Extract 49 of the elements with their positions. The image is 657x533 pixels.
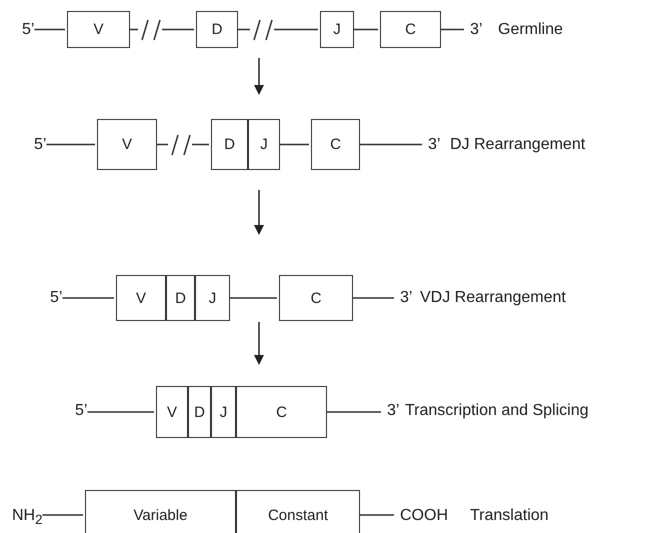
gene-segment-box: D xyxy=(188,386,211,438)
gene-segment-box: Constant xyxy=(236,490,360,533)
gene-segment-box: V xyxy=(116,275,166,321)
dna-strand-line xyxy=(42,514,83,516)
dna-strand-line xyxy=(87,411,154,413)
gene-segment-box: D xyxy=(196,11,238,48)
dna-strand-line xyxy=(441,28,464,30)
dna-strand-line xyxy=(230,297,277,299)
strand-end-label: COOH xyxy=(400,506,448,526)
strand-end-label: 5’ xyxy=(22,20,34,40)
strand-end-label: NH$_{2}$ xyxy=(12,506,43,530)
dna-strand-line xyxy=(46,144,95,146)
dna-strand-line xyxy=(238,28,318,30)
gene-segment-box: C xyxy=(380,11,441,48)
gene-segment-box: J xyxy=(211,386,236,438)
strand-end-label: 5’ xyxy=(50,288,62,308)
dna-strand-line xyxy=(280,144,309,146)
gene-segment-box: C xyxy=(236,386,327,438)
strand-end-label: 5’ xyxy=(75,401,88,421)
gene-segment-box: C xyxy=(279,275,353,321)
dna-strand-line xyxy=(157,144,209,146)
gene-segment-box: Variable xyxy=(85,490,236,533)
gene-segment-box: J xyxy=(320,11,354,48)
dna-strand-line xyxy=(360,514,394,516)
gene-segment-box: J xyxy=(248,119,280,170)
gene-segment-box: C xyxy=(311,119,360,170)
strand-end-label: 3’ xyxy=(400,288,412,308)
gene-segment-box: V xyxy=(67,11,130,48)
gene-segment-box: V xyxy=(156,386,188,438)
dna-strand-line xyxy=(354,28,378,30)
stage-label: Germline xyxy=(498,20,563,40)
stage-label: VDJ Rearrangement xyxy=(420,288,566,308)
gene-segment-box: J xyxy=(195,275,230,321)
strand-end-label: 3’ xyxy=(387,401,400,421)
strand-end-label: 3’ xyxy=(428,135,440,155)
dna-strand-line xyxy=(130,28,194,30)
strand-end-label: 5’ xyxy=(34,135,46,155)
dna-strand-line xyxy=(327,411,381,413)
stage-label: Transcription and Splicing xyxy=(405,401,588,421)
dna-strand-line xyxy=(34,28,65,30)
stage-label: DJ Rearrangement xyxy=(450,135,586,155)
stage-label: Translation xyxy=(470,506,549,526)
dna-strand-line xyxy=(360,144,422,146)
gene-segment-box: D xyxy=(166,275,195,321)
dna-strand-line xyxy=(62,297,114,299)
strand-end-label: 3’ xyxy=(470,20,482,40)
dna-strand-line xyxy=(353,297,394,299)
gene-segment-box: V xyxy=(97,119,157,170)
gene-segment-box: D xyxy=(211,119,248,170)
